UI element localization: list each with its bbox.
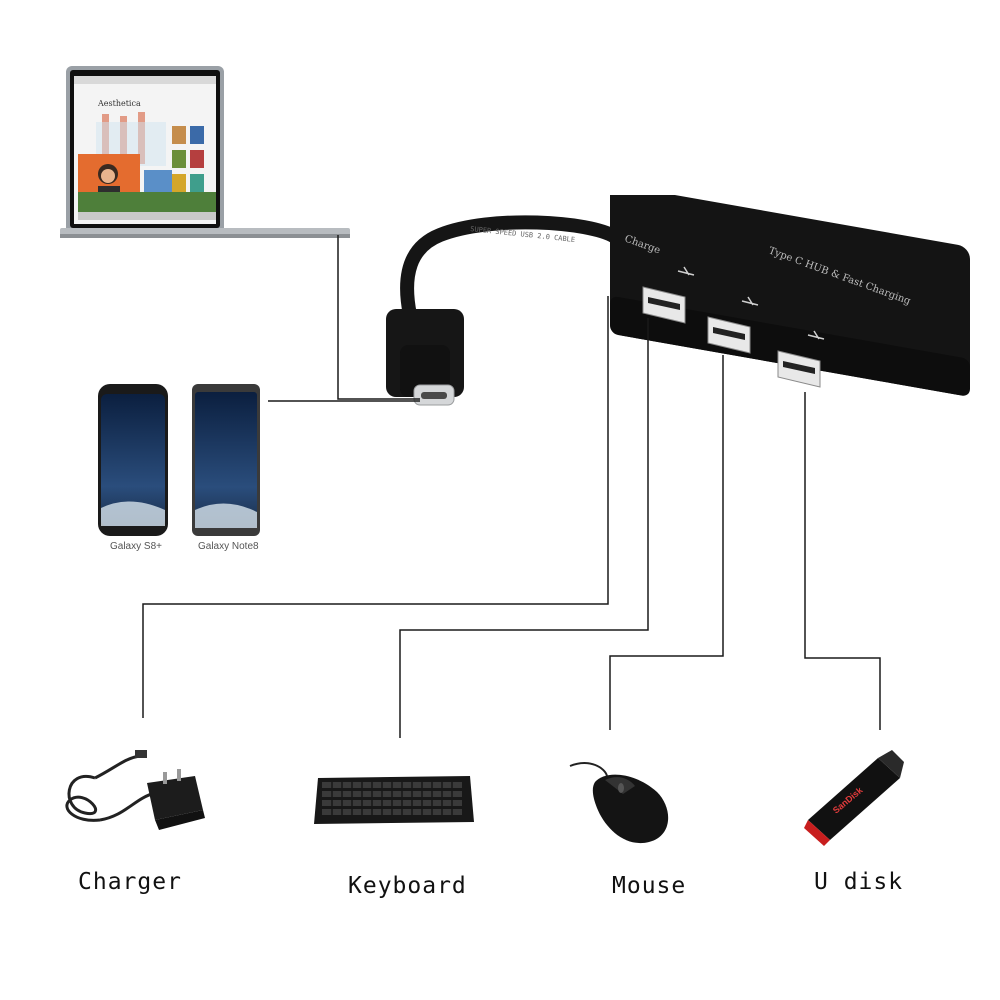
line-port-to-udisk [804, 392, 881, 730]
galaxy-s8-caption: Galaxy S8+ [110, 541, 162, 552]
mouse-image [569, 762, 669, 844]
usb-c-hub-image: SUPER SPEED USB 2.0 CABLE Type C HUB & F… [386, 195, 970, 406]
phones-image [98, 384, 260, 536]
charger-label: Charger [78, 869, 182, 895]
galaxy-note8-phone [192, 384, 260, 536]
laptop-screen-title: Aesthetica [97, 99, 141, 108]
line-port-to-keyboard [399, 318, 649, 738]
line-laptop-to-plug [337, 235, 420, 400]
line-port-to-mouse [609, 355, 724, 730]
usb-port-3 [777, 350, 821, 388]
charger-image [65, 750, 205, 830]
usb-symbol-icons [677, 266, 825, 340]
laptop-image: Aesthetica [60, 66, 350, 238]
udisk-image: SanDisk [804, 750, 904, 846]
udisk-label: U disk [814, 869, 904, 895]
galaxy-note8-caption: Galaxy Note8 [198, 541, 259, 552]
mouse-label: Mouse [612, 873, 687, 899]
usb-port-1 [642, 286, 686, 324]
usb-port-2 [707, 316, 751, 354]
line-port-to-charger [142, 296, 609, 718]
keyboard-image [314, 776, 474, 824]
galaxy-s8-phone [98, 384, 168, 536]
keyboard-label: Keyboard [348, 873, 467, 899]
